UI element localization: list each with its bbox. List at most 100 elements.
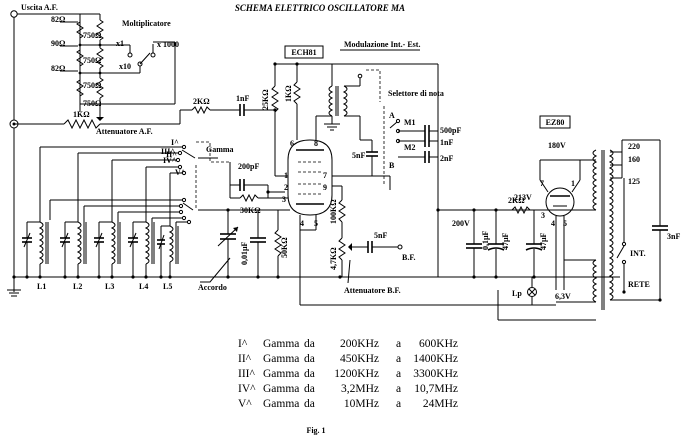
range-row-1-from: 200KHz: [340, 338, 379, 350]
range-row-5-to: 24MHz: [423, 398, 458, 410]
range-row-5: V^ Gamma da 10MHz a 24MHz: [238, 398, 458, 410]
cap-200p: 200pF: [238, 162, 259, 171]
ground-symbol: [7, 277, 21, 297]
ground-junctions: [12, 275, 342, 279]
res-82a: 82Ω: [51, 15, 66, 24]
range-row-5-from: 10MHz: [344, 398, 379, 410]
cap-500p: 500pF: [440, 126, 461, 135]
coil-l3-label: L3: [105, 282, 114, 291]
tuning-label: Accordo: [198, 283, 227, 292]
range-row-4: IV^ Gamma da 3,2MHz a 10,7MHz: [238, 383, 458, 395]
range-row-2: II^ Gamma da 450KHz a 1400KHz: [238, 353, 458, 365]
v180-label: 180V: [548, 141, 566, 150]
af-attenuator[interactable]: 1KΩ Attenuatore A.F.: [14, 110, 180, 136]
range-row-1-to: 600KHz: [419, 338, 458, 350]
mult-x10: x10: [119, 62, 131, 71]
coil-l5: L5: [157, 210, 179, 291]
range-row-5-da: da: [304, 398, 315, 410]
modulation-transformer[interactable]: Modulazione Int.- Est.: [315, 40, 420, 140]
coil-l4: L4: [128, 210, 155, 291]
rect-pin-4: 4: [551, 219, 555, 228]
v160-label: 160: [628, 155, 640, 164]
range-row-3-from: 1200KHz: [334, 368, 379, 380]
mult-x1000: x 1000: [157, 40, 179, 49]
range-row-2-word: Gamma: [263, 353, 299, 365]
range-row-1-a: a: [396, 338, 401, 350]
tube-pin-9: 9: [323, 183, 327, 192]
int-label: INT.: [630, 249, 646, 258]
v200-label: 200V: [452, 219, 470, 228]
cap-001: 0,01μF: [240, 241, 249, 265]
pilot-lamp: Lp 6,3V: [497, 277, 596, 321]
res-2k: 2KΩ: [193, 97, 210, 106]
v213-label: 213V: [514, 193, 532, 202]
range-row-4-from: 3,2MHz: [341, 383, 379, 395]
tube-pin-6: 6: [290, 139, 294, 148]
range-row-4-a: a: [396, 383, 401, 395]
rect-pin-3: 3: [541, 211, 545, 220]
range-row-3-to: 3300KHz: [413, 368, 458, 380]
range-row-3-word: Gamma: [263, 368, 299, 380]
ech81-tube: ECH81 6 8 1 7 2 9 3 4 5: [268, 45, 333, 231]
bf-att-label: Attenuatore B.F.: [344, 286, 401, 295]
range-row-3: III^ Gamma da 1200KHz a 3300KHz: [238, 368, 458, 380]
mains-input[interactable]: INT. 3nF RETE: [616, 178, 680, 302]
switch-a-label: A: [389, 111, 395, 120]
rect-pin-5: 5: [563, 219, 567, 228]
range-row-2-da: da: [304, 353, 315, 365]
feedback-network: 200pF 30KΩ: [229, 162, 285, 215]
coil-l4-label: L4: [139, 282, 148, 291]
res-30k: 30KΩ: [240, 206, 261, 215]
multiplier-switch[interactable]: Moltiplicatore x1 x10 x 1000: [100, 19, 179, 105]
grid-network: 0,01μF 50KΩ: [226, 208, 290, 277]
tube-pin-4: 4: [300, 219, 304, 228]
mains-label: RETE: [628, 280, 650, 289]
res-750a: 750Ω: [83, 31, 102, 40]
range-row-2-to: 1400KHz: [413, 353, 458, 365]
coupling-network: 2KΩ 1nF: [179, 94, 275, 124]
schematic-title: SCHEMA ELETTRICO OSCILLATORE MA: [235, 3, 405, 13]
range-row-4-name: IV^: [238, 383, 256, 395]
res-750d: 750Ω: [83, 99, 102, 108]
range-row-4-da: da: [304, 383, 315, 395]
tuning-capacitor[interactable]: Accordo: [198, 210, 239, 292]
cap-47a: 47μF: [501, 232, 510, 250]
range-row-1-word: Gamma: [263, 338, 299, 350]
power-supply: 200V 0,1μF 47μF 2KΩ 213V 47μF: [436, 64, 620, 279]
range-row-1-name: I^: [238, 338, 248, 350]
cap-47b: 47μF: [539, 232, 548, 250]
note-selector-label: Selettore di nota: [388, 89, 444, 98]
m1-label: M1: [404, 118, 416, 127]
rectifier-label: EZ80: [546, 118, 565, 127]
range-row-1-da: da: [304, 338, 315, 350]
af-att-label: Attenuatore A.F.: [96, 127, 153, 136]
m2-label: M2: [404, 143, 416, 152]
v125-label: 125: [628, 177, 640, 186]
multiplier-ladder: 82Ω 90Ω 82Ω 750Ω 750Ω 750Ω 750Ω: [51, 14, 104, 112]
res-1k-att: 1KΩ: [73, 110, 90, 119]
coil-l2: L2: [60, 210, 87, 291]
res-90: 90Ω: [51, 39, 66, 48]
res-750c: 750Ω: [83, 81, 102, 90]
range-table: I^ Gamma da 200KHz a 600KHz II^ Gamma da…: [238, 338, 458, 410]
range-pos-2: II^: [166, 150, 177, 159]
bf-section[interactable]: 100KΩ 4,7KΩ 5nF B.F. Attenuatore B.F.: [299, 185, 498, 306]
res-100k: 100KΩ: [329, 199, 338, 224]
note-selector[interactable]: Selettore di nota A B M1 M2 500pF 1nF 2n…: [332, 89, 461, 190]
range-row-2-from: 450KHz: [340, 353, 379, 365]
coil-l1-label: L1: [37, 282, 46, 291]
res-50k: 50KΩ: [280, 237, 289, 258]
range-row-3-a: a: [396, 368, 401, 380]
modulation-label: Modulazione Int.- Est.: [344, 40, 420, 49]
mains-transformer: 220 160 125: [556, 139, 661, 310]
v220-label: 220: [628, 142, 640, 151]
range-switch[interactable]: Gamma I^ II^ III^ IV^ V^: [161, 138, 234, 225]
range-pos-3: III^: [161, 147, 175, 156]
coil-bank: L1 L2 L3: [22, 210, 179, 291]
range-wiring: [39, 146, 187, 226]
tube-label: ECH81: [291, 48, 316, 57]
range-row-5-a: a: [396, 398, 401, 410]
res-25k: 25KΩ: [261, 89, 270, 110]
range-row-2-name: II^: [238, 353, 252, 365]
coil-l2-label: L2: [73, 282, 82, 291]
